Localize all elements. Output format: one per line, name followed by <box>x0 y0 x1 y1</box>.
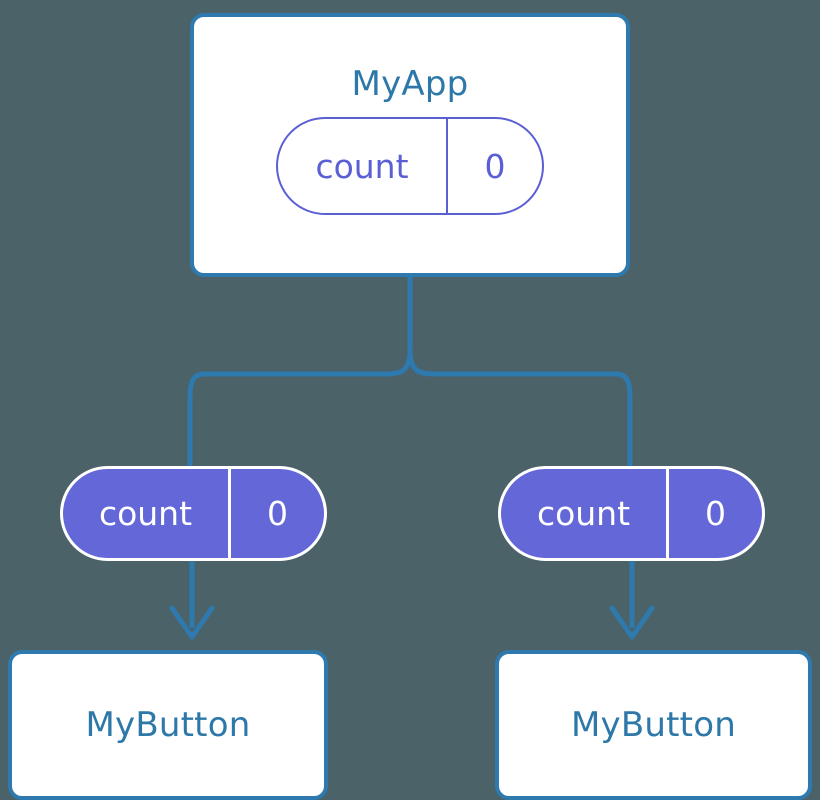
state-key-label: count <box>63 469 231 558</box>
arrowhead-left <box>169 605 215 640</box>
state-key-label: count <box>278 119 448 213</box>
edge-fork-right <box>407 347 633 469</box>
arrowhead-right <box>609 605 655 640</box>
connector-layer <box>169 277 655 640</box>
state-key-label: count <box>501 469 669 558</box>
component-card-mybutton-left[interactable]: MyButton <box>8 650 328 800</box>
state-value-label: 0 <box>705 494 726 533</box>
state-pill-child-left[interactable]: count 0 <box>60 466 327 561</box>
component-title-myapp: MyApp <box>351 64 469 104</box>
component-card-myapp[interactable]: MyApp count 0 <box>190 13 630 277</box>
state-value-label: 0 <box>484 146 506 186</box>
state-pill-myapp[interactable]: count 0 <box>276 117 544 215</box>
component-title-mybutton: MyButton <box>571 705 736 745</box>
state-pill-child-right[interactable]: count 0 <box>498 466 765 561</box>
state-value-label: 0 <box>267 494 288 533</box>
component-card-mybutton-right[interactable]: MyButton <box>495 650 812 800</box>
diagram-canvas: MyApp count 0 count 0 count 0 MyButton M… <box>8 13 812 800</box>
component-title-mybutton: MyButton <box>85 705 251 745</box>
edge-fork-left <box>187 347 413 469</box>
